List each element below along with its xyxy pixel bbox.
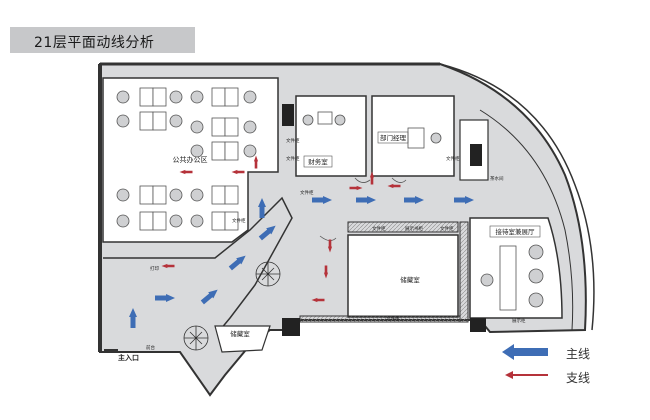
main-flow-arrow — [404, 196, 424, 204]
branch-flow-arrows — [161, 155, 401, 303]
main-flow-arrow — [258, 198, 266, 218]
main-flow-arrow — [258, 225, 276, 241]
label-cabinet: 文件柜 — [386, 315, 400, 322]
desk-cluster-bottom-right — [211, 185, 239, 231]
chair — [334, 114, 346, 126]
chair — [480, 273, 494, 287]
label-file-cabinet: 文件柜 — [286, 137, 300, 144]
label-storage-bottom: 储藏室 — [230, 329, 250, 338]
legend-branch-label: 支线 — [566, 371, 591, 385]
branch-flow-arrow — [327, 239, 333, 253]
finance-desk — [317, 111, 333, 125]
legend-main-arrow — [502, 344, 548, 360]
label-box — [303, 155, 333, 168]
cabinet-strip — [347, 221, 459, 233]
label-reception: 接待室兼展厅 — [496, 227, 536, 236]
column — [282, 318, 300, 336]
branch-flow-arrow — [253, 155, 259, 169]
label-finance: 财务室 — [308, 157, 328, 166]
branch-flow-arrow — [323, 265, 329, 279]
label-cabinet: 文件柜 — [372, 225, 386, 232]
branch-flow-arrow — [231, 169, 245, 175]
desk-cluster-top-right — [211, 87, 239, 161]
main-flow-arrow — [228, 255, 246, 271]
main-flow-arrow — [200, 289, 218, 305]
label-file-cabinet: 文件柜 — [286, 155, 300, 162]
legend-main-label: 主线 — [566, 347, 591, 361]
label-cabinet: 展示书柜 — [405, 225, 423, 232]
meeting-room — [214, 325, 271, 353]
chair — [302, 114, 314, 126]
branch-flow-arrow — [387, 183, 401, 189]
desk-cluster-bottom-left — [139, 185, 167, 231]
chair — [430, 132, 442, 144]
plant-decoration — [183, 261, 281, 351]
door-swing — [391, 177, 407, 183]
reception-chairs — [528, 244, 544, 308]
main-flow-arrow — [356, 196, 376, 204]
branch-flow-arrow — [179, 169, 193, 175]
title-bar — [10, 27, 195, 53]
label-dept-manager: 部门经理 — [380, 133, 407, 142]
storage-center-room — [347, 234, 459, 318]
curved-facade — [439, 63, 595, 331]
label-box — [377, 131, 409, 144]
main-flow-arrows — [129, 196, 474, 328]
branch-flow-arrow — [311, 297, 325, 303]
main-flow-arrow — [155, 294, 175, 302]
label-pantry: 茶水间 — [490, 175, 504, 182]
desk-cluster-top-left — [139, 87, 167, 131]
column — [470, 144, 482, 166]
label-storage-center: 储藏室 — [400, 275, 420, 284]
label-box — [489, 225, 541, 238]
label-entrance: 主入口 — [118, 353, 139, 362]
finance-room — [295, 95, 367, 177]
branch-flow-arrow — [161, 263, 175, 269]
branch-flow-arrow — [349, 185, 363, 191]
page-title: 21层平面动线分析 — [34, 35, 155, 51]
label-front-desk: 前台 — [146, 344, 155, 351]
main-flow-arrow — [454, 196, 474, 204]
label-printer: 打印 — [150, 265, 159, 272]
label-file-cabinet: 文件柜 — [300, 189, 314, 196]
label-cabinet: 文件柜 — [440, 225, 454, 232]
main-flow-arrow — [129, 308, 137, 328]
chairs — [116, 90, 257, 228]
display-table — [499, 245, 517, 311]
curved-facade-inner — [479, 109, 574, 331]
column — [470, 318, 486, 332]
manager-desk — [407, 127, 425, 149]
label-file-cabinet: 文件柜 — [232, 217, 246, 224]
label-file-cabinet: 文件柜 — [446, 155, 460, 162]
corridor-wall — [103, 196, 293, 331]
label-open-office: 公共办公区 — [173, 155, 208, 164]
legend-branch-arrow — [505, 371, 548, 379]
branch-flow-arrow — [369, 171, 375, 185]
door-swing — [354, 177, 371, 183]
hatched-wall — [459, 221, 469, 323]
column — [282, 104, 294, 126]
main-flow-arrow — [312, 196, 332, 204]
label-display: 展示柜 — [512, 317, 526, 324]
hatched-wall-bottom — [299, 315, 461, 323]
